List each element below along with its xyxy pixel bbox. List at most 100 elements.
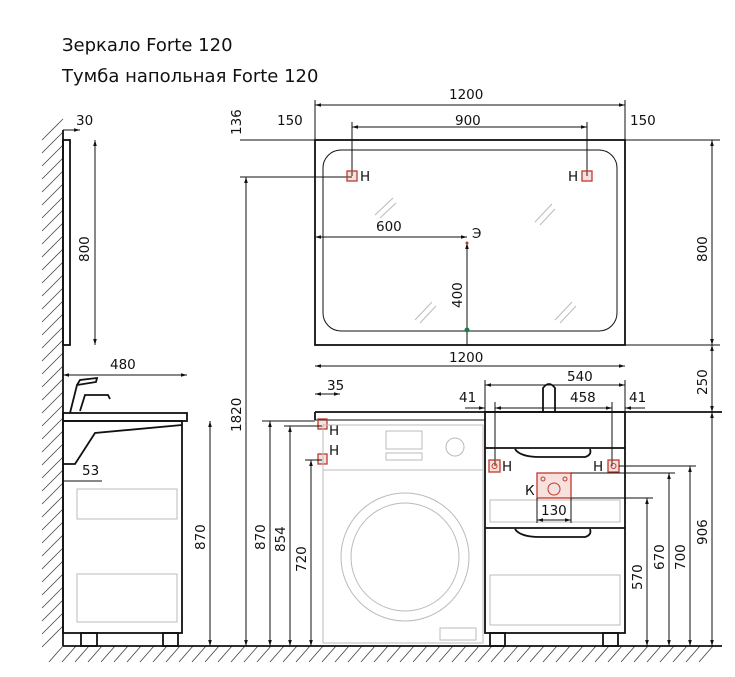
hatch-line: [451, 645, 467, 663]
hatch-line: [126, 645, 142, 663]
wall-floor-hatch: [41, 118, 714, 663]
hatch-line: [41, 170, 64, 193]
dim-458: 458: [570, 390, 596, 406]
dim-400: 400: [450, 282, 466, 308]
hatch-line: [41, 157, 64, 180]
hatch-line: [41, 495, 64, 518]
hatch-line: [698, 645, 714, 663]
dim-41-left: 41: [459, 390, 476, 406]
hatch-line: [41, 456, 64, 479]
hatch-line: [41, 586, 64, 609]
mirror-glass: [322, 149, 618, 332]
side-cabinet: [62, 420, 183, 634]
hatch-line: [139, 645, 155, 663]
hatch-line: [516, 645, 532, 663]
dim-700: 700: [673, 544, 689, 570]
hatch-line: [230, 645, 246, 663]
svg-text:Н: Н: [360, 169, 370, 185]
dim-53: 53: [82, 463, 99, 479]
hatch-line: [61, 645, 77, 663]
hatch-line: [620, 645, 636, 663]
hatch-line: [41, 287, 64, 310]
hatch-line: [41, 118, 64, 141]
hatch-line: [295, 645, 311, 663]
hatch-line: [152, 645, 168, 663]
hatch-line: [41, 144, 64, 167]
hatch-line: [555, 645, 571, 663]
hatch-line: [41, 326, 64, 349]
title-cabinet: Тумба напольная Forte 120: [61, 66, 318, 87]
hatch-line: [113, 645, 129, 663]
hatch-line: [347, 645, 363, 663]
hatch-line: [41, 521, 64, 544]
hatch-line: [425, 645, 441, 663]
hatch-line: [308, 645, 324, 663]
hatch-line: [191, 645, 207, 663]
hatch-line: [41, 430, 64, 453]
sewer-label-k: К: [525, 483, 535, 499]
hatch-line: [41, 131, 64, 154]
dim-600: 600: [376, 219, 402, 235]
hatch-line: [464, 645, 480, 663]
hatch-line: [41, 339, 64, 362]
hatch-line: [41, 261, 64, 284]
svg-text:Н: Н: [329, 423, 339, 439]
hatch-line: [41, 560, 64, 583]
hatch-line: [41, 417, 64, 440]
dim-800-front: 800: [695, 236, 711, 262]
hatch-line: [256, 645, 272, 663]
hatch-line: [373, 645, 389, 663]
water-marker-mirror-left: [346, 170, 358, 182]
water-marker-cab-right: [607, 459, 620, 473]
hatch-line: [41, 235, 64, 258]
svg-text:Н: Н: [568, 169, 578, 185]
dim-570: 570: [630, 564, 646, 590]
hatch-line: [41, 469, 64, 492]
faucet-icon: [69, 376, 111, 414]
hatch-line: [503, 645, 519, 663]
side-countertop: [62, 412, 188, 422]
hatch-line: [165, 645, 181, 663]
hatch-line: [269, 645, 285, 663]
dim-35: 35: [327, 378, 344, 394]
hatch-line: [41, 443, 64, 466]
title-mirror: Зеркало Forte 120: [62, 35, 233, 56]
hatch-line: [41, 612, 64, 635]
hatch-line: [41, 209, 64, 232]
hatch-line: [41, 196, 64, 219]
dim-670: 670: [652, 544, 668, 570]
hatch-line: [217, 645, 233, 663]
hatch-line: [41, 274, 64, 297]
hatch-line: [529, 645, 545, 663]
hatch-line: [412, 645, 428, 663]
hatch-line: [87, 645, 103, 663]
hatch-line: [685, 645, 701, 663]
hatch-line: [41, 352, 64, 375]
hatch-line: [360, 645, 376, 663]
socket-dot: [464, 327, 470, 333]
hatch-line: [41, 404, 64, 427]
svg-text:Н: Н: [593, 459, 603, 475]
hatch-line: [41, 391, 64, 414]
hatch-line: [321, 645, 337, 663]
water-marker-mirror-right: [581, 170, 593, 182]
svg-text:Н: Н: [502, 459, 512, 475]
hatch-line: [41, 313, 64, 336]
washing-machine: [322, 424, 484, 644]
hatch-line: [607, 645, 623, 663]
dim-540: 540: [567, 369, 593, 385]
dim-1200-bottom: 1200: [449, 350, 483, 366]
hatch-line: [282, 645, 298, 663]
hatch-line: [243, 645, 259, 663]
dim-870-side: 870: [193, 524, 209, 550]
hatch-line: [41, 573, 64, 596]
hatch-line: [41, 534, 64, 557]
hatch-line: [41, 378, 64, 401]
hatch-line: [490, 645, 506, 663]
dim-136: 136: [229, 109, 245, 135]
hatch-line: [204, 645, 220, 663]
hatch-line: [178, 645, 194, 663]
dim-720: 720: [294, 546, 310, 572]
